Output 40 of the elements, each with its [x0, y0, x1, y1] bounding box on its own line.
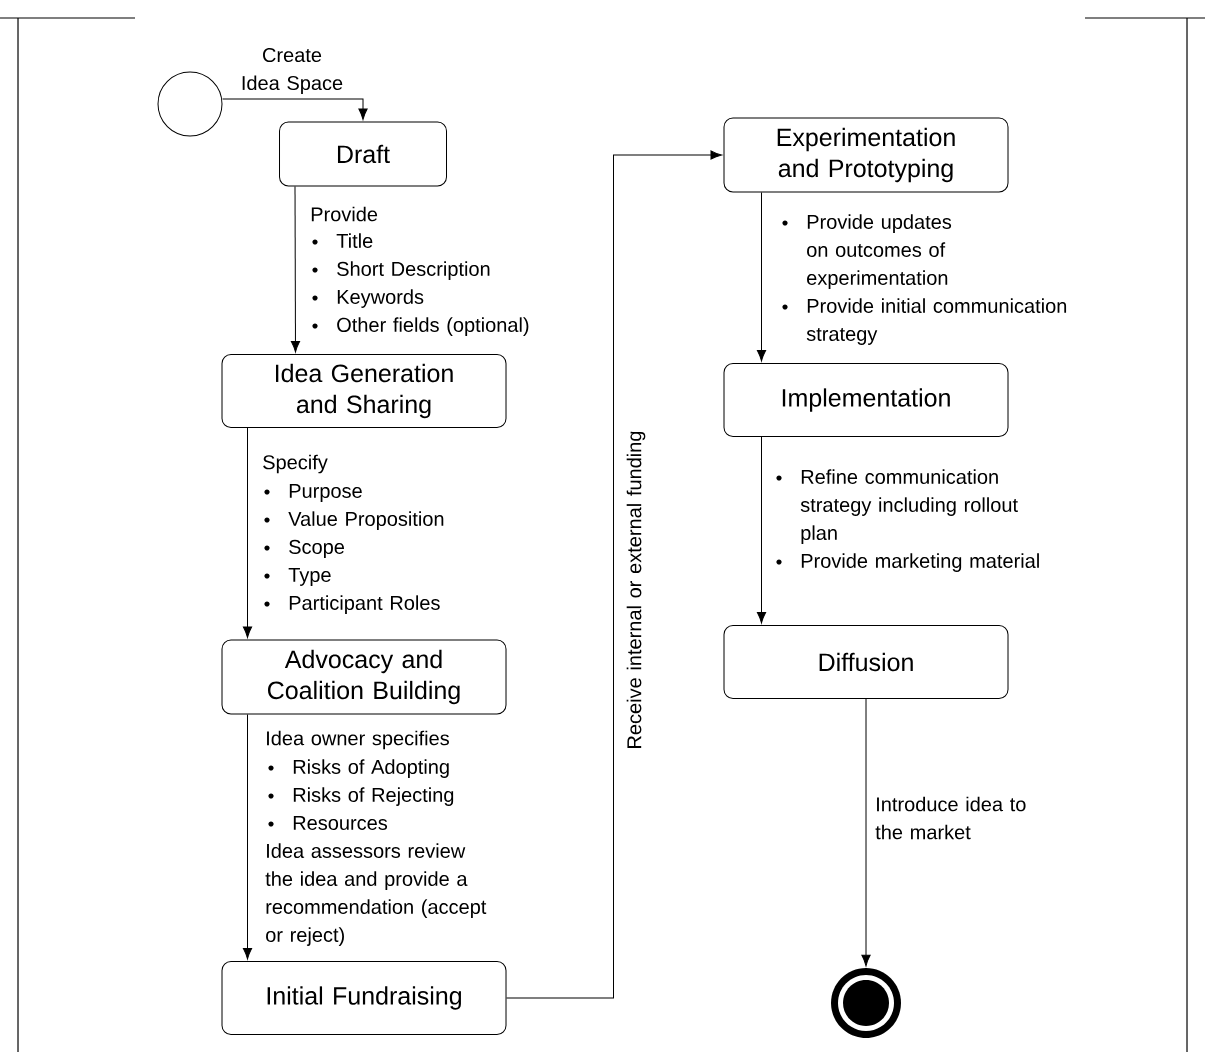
arrow — [242, 427, 253, 638]
initial-state-circle — [157, 71, 223, 137]
list-item: Provide updates on outcomes of experimentation — [807, 214, 952, 289]
list-item: Provide marketing material — [801, 553, 1039, 572]
list-item: Resources — [293, 816, 388, 830]
state-box: Advocacy and Coalition Building — [221, 639, 507, 715]
list-item: Idea assessors review the idea and provide a recommendation (accept or reject) — [265, 843, 487, 946]
state-box: Diffusion — [723, 625, 1009, 699]
list-item: Type — [288, 568, 331, 586]
arrow — [242, 714, 253, 960]
arrow — [756, 436, 767, 624]
edge-label: Provide — [311, 206, 378, 222]
arrow — [222, 98, 368, 120]
edge-label: Specify — [263, 454, 328, 474]
arrow — [506, 150, 722, 999]
state-box: Implementation — [723, 363, 1009, 437]
state-box: Initial Fundraising — [221, 961, 507, 1035]
edge-label: Introduce idea to the market — [875, 796, 1026, 840]
state-box: Idea Generation and Sharing — [221, 354, 507, 428]
edge-label: Receive internal or external funding — [626, 431, 646, 748]
list-item: Other fields (optional) — [337, 317, 529, 336]
list-item: Provide initial communication strategy — [806, 298, 1067, 345]
arrow — [290, 186, 301, 353]
final-state-circle — [831, 968, 901, 1038]
state-box: Experimentation and Prototyping — [723, 117, 1009, 193]
arrow — [861, 698, 871, 967]
list-item: Short Description — [337, 261, 490, 280]
list-item: Refine communication strategy including rollout plan — [800, 469, 1018, 544]
arrow — [756, 192, 767, 362]
list-item: Keywords — [337, 289, 424, 308]
list-item: Value Proposition — [288, 511, 444, 530]
list-item: Risks of Adopting — [293, 759, 449, 778]
list-item: Participant Roles — [289, 595, 440, 614]
list-item: Risks of Rejecting — [293, 787, 454, 806]
edge-label: Idea owner specifies — [267, 730, 449, 750]
list-item: Scope — [289, 539, 344, 558]
state-box: Draft — [279, 121, 447, 187]
list-item: Title — [336, 233, 373, 248]
list-item: Purpose — [289, 484, 362, 502]
edge-label: Create Idea Space — [242, 47, 343, 95]
